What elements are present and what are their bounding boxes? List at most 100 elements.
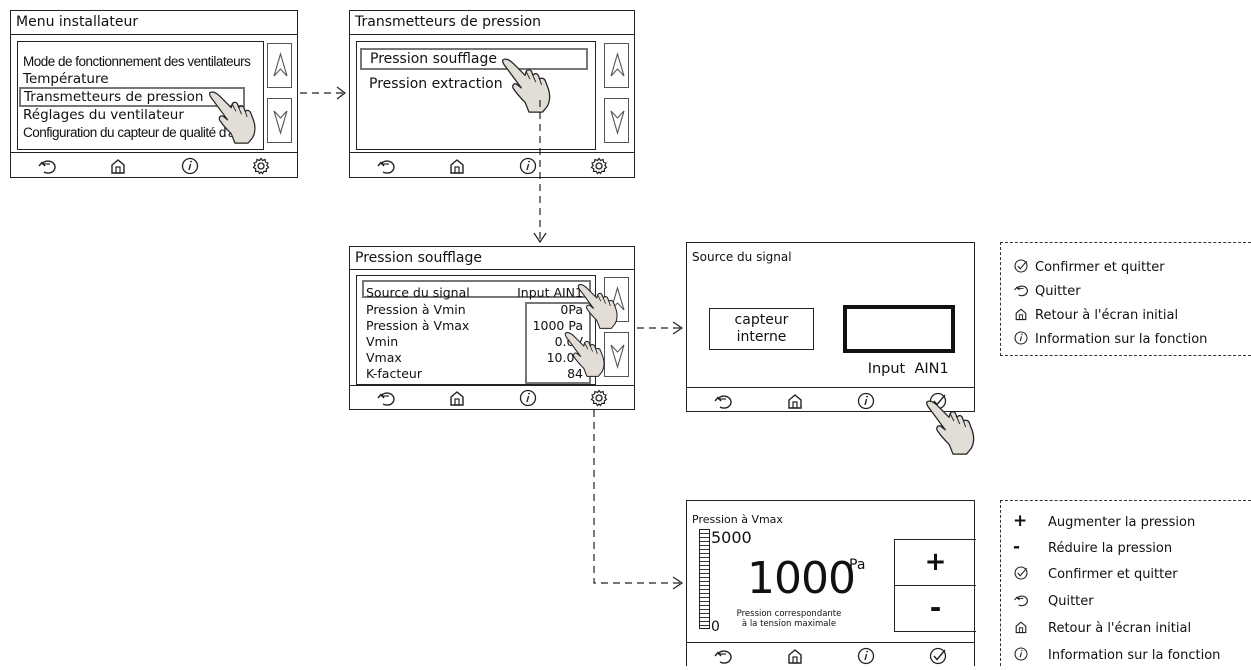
info-icon (1013, 646, 1048, 663)
minus-icon: - (929, 591, 942, 624)
caption: Pression correspondante à la tension max… (729, 609, 849, 629)
back-icon[interactable] (713, 646, 733, 666)
back-icon[interactable] (376, 156, 396, 176)
menu-item-selected[interactable]: Pression soufflage (360, 48, 588, 70)
param-value: 0Pa (560, 302, 583, 317)
menu-item-selected[interactable]: Transmetteurs de pression (19, 87, 245, 107)
home-icon[interactable] (108, 156, 128, 176)
panel-title: Pression soufflage (355, 250, 482, 266)
param-value: Input AIN1 (517, 285, 583, 300)
param-label: Vmax (366, 350, 402, 365)
option-label: capteur interne (734, 312, 789, 345)
param-label: K-facteur (366, 366, 422, 381)
decrease-button[interactable]: - (894, 585, 976, 632)
divider (350, 152, 634, 153)
menu-item[interactable]: Réglages du ventilateur (23, 107, 184, 123)
home-icon (1013, 619, 1048, 636)
caption-line: Pression correspondante (736, 609, 842, 619)
panel-title: Pression à Vmax (692, 513, 783, 526)
menu-item[interactable]: Pression extraction (369, 76, 503, 92)
hand-pointer-icon (207, 89, 263, 145)
legend-pression-vmax: +Augmenter la pression -Réduire la press… (1000, 500, 1251, 666)
pressure-value: 1000 (747, 553, 856, 604)
divider (350, 385, 634, 386)
info-icon[interactable] (856, 391, 876, 411)
panel-transmetteurs: Transmetteurs de pression Pression souff… (349, 10, 635, 178)
hand-pointer-icon (924, 398, 982, 456)
check-circle-icon[interactable] (928, 646, 948, 666)
legend-row: -Réduire la pression (1013, 537, 1172, 557)
menu-list: Pression soufflage Pression extraction (356, 41, 596, 150)
arrowhead (672, 321, 684, 335)
info-icon[interactable] (518, 388, 538, 408)
divider (350, 34, 634, 35)
legend-text: Réduire la pression (1048, 541, 1173, 556)
legend-text: Retour à l'écran initial (1048, 621, 1192, 636)
param-value: 1000 Pa (532, 318, 583, 333)
back-icon (1013, 282, 1035, 299)
connector-3-5 (593, 410, 680, 584)
scale-max: 5000 (711, 528, 752, 547)
footer-bar (350, 154, 634, 178)
option-input-ain1[interactable]: Input AIN1 (843, 305, 955, 377)
info-icon (1013, 330, 1035, 347)
hand-pointer-icon (563, 330, 611, 378)
plus-icon: + (924, 547, 947, 577)
divider (350, 269, 634, 270)
arrowhead (672, 576, 684, 590)
hand-pointer-icon (576, 282, 624, 330)
legend-row: Quitter (1013, 592, 1094, 609)
hand-pointer-icon (500, 56, 558, 114)
increase-button[interactable]: + (894, 539, 976, 586)
divider (11, 34, 297, 35)
home-icon[interactable] (785, 646, 805, 666)
legend-row: Retour à l'écran initial (1013, 306, 1178, 323)
home-icon[interactable] (785, 391, 805, 411)
legend-text: Confirmer et quitter (1035, 260, 1165, 275)
legend-text: Information sur la fonction (1035, 332, 1208, 347)
gear-icon[interactable] (251, 156, 271, 176)
menu-item[interactable]: Mode de fonctionnement des ventilateurs (23, 54, 251, 69)
back-icon[interactable] (376, 388, 396, 408)
home-icon[interactable] (447, 388, 467, 408)
menu-item[interactable]: Configuration du capteur de qualité d'ai… (23, 125, 242, 140)
param-label: Vmin (366, 334, 399, 349)
info-icon[interactable] (180, 156, 200, 176)
legend-text: Retour à l'écran initial (1035, 308, 1179, 323)
back-icon (1013, 592, 1048, 609)
info-icon[interactable] (856, 646, 876, 666)
divider (11, 152, 297, 153)
scroll-up-button[interactable] (604, 43, 629, 88)
footer-bar (350, 386, 634, 410)
param-label: Source du signal (366, 285, 470, 300)
legend-source-signal: Confirmer et quitter Quitter Retour à l'… (1000, 242, 1251, 356)
legend-row: Confirmer et quitter (1013, 565, 1178, 582)
legend-row: Confirmer et quitter (1013, 258, 1165, 275)
back-icon[interactable] (713, 391, 733, 411)
legend-text: Confirmer et quitter (1048, 567, 1178, 582)
divider (687, 387, 974, 388)
footer-bar (11, 154, 297, 178)
legend-row: Information sur la fonction (1013, 646, 1220, 663)
check-circle-icon (1013, 258, 1035, 275)
panel-title: Menu installateur (16, 14, 139, 30)
back-icon[interactable] (37, 156, 57, 176)
scroll-down-button[interactable] (267, 98, 292, 143)
gear-icon[interactable] (589, 388, 609, 408)
legend-text: Quitter (1048, 594, 1094, 609)
legend-row: +Augmenter la pression (1013, 511, 1195, 531)
option-capteur-interne[interactable]: capteur interne (709, 308, 814, 350)
gear-icon[interactable] (589, 156, 609, 176)
menu-item[interactable]: Température (23, 71, 109, 87)
param-list (356, 275, 596, 385)
arrowhead (336, 86, 346, 100)
scroll-down-button[interactable] (604, 332, 629, 377)
panel-title: Source du signal (692, 250, 792, 264)
home-icon[interactable] (447, 156, 467, 176)
scroll-down-button[interactable] (604, 98, 629, 143)
scroll-up-button[interactable] (267, 43, 292, 88)
home-icon (1013, 306, 1035, 323)
panel-menu-installateur: Menu installateur Mode de fonctionnement… (10, 10, 298, 178)
info-icon[interactable] (518, 156, 538, 176)
param-value: 84 (567, 366, 583, 381)
